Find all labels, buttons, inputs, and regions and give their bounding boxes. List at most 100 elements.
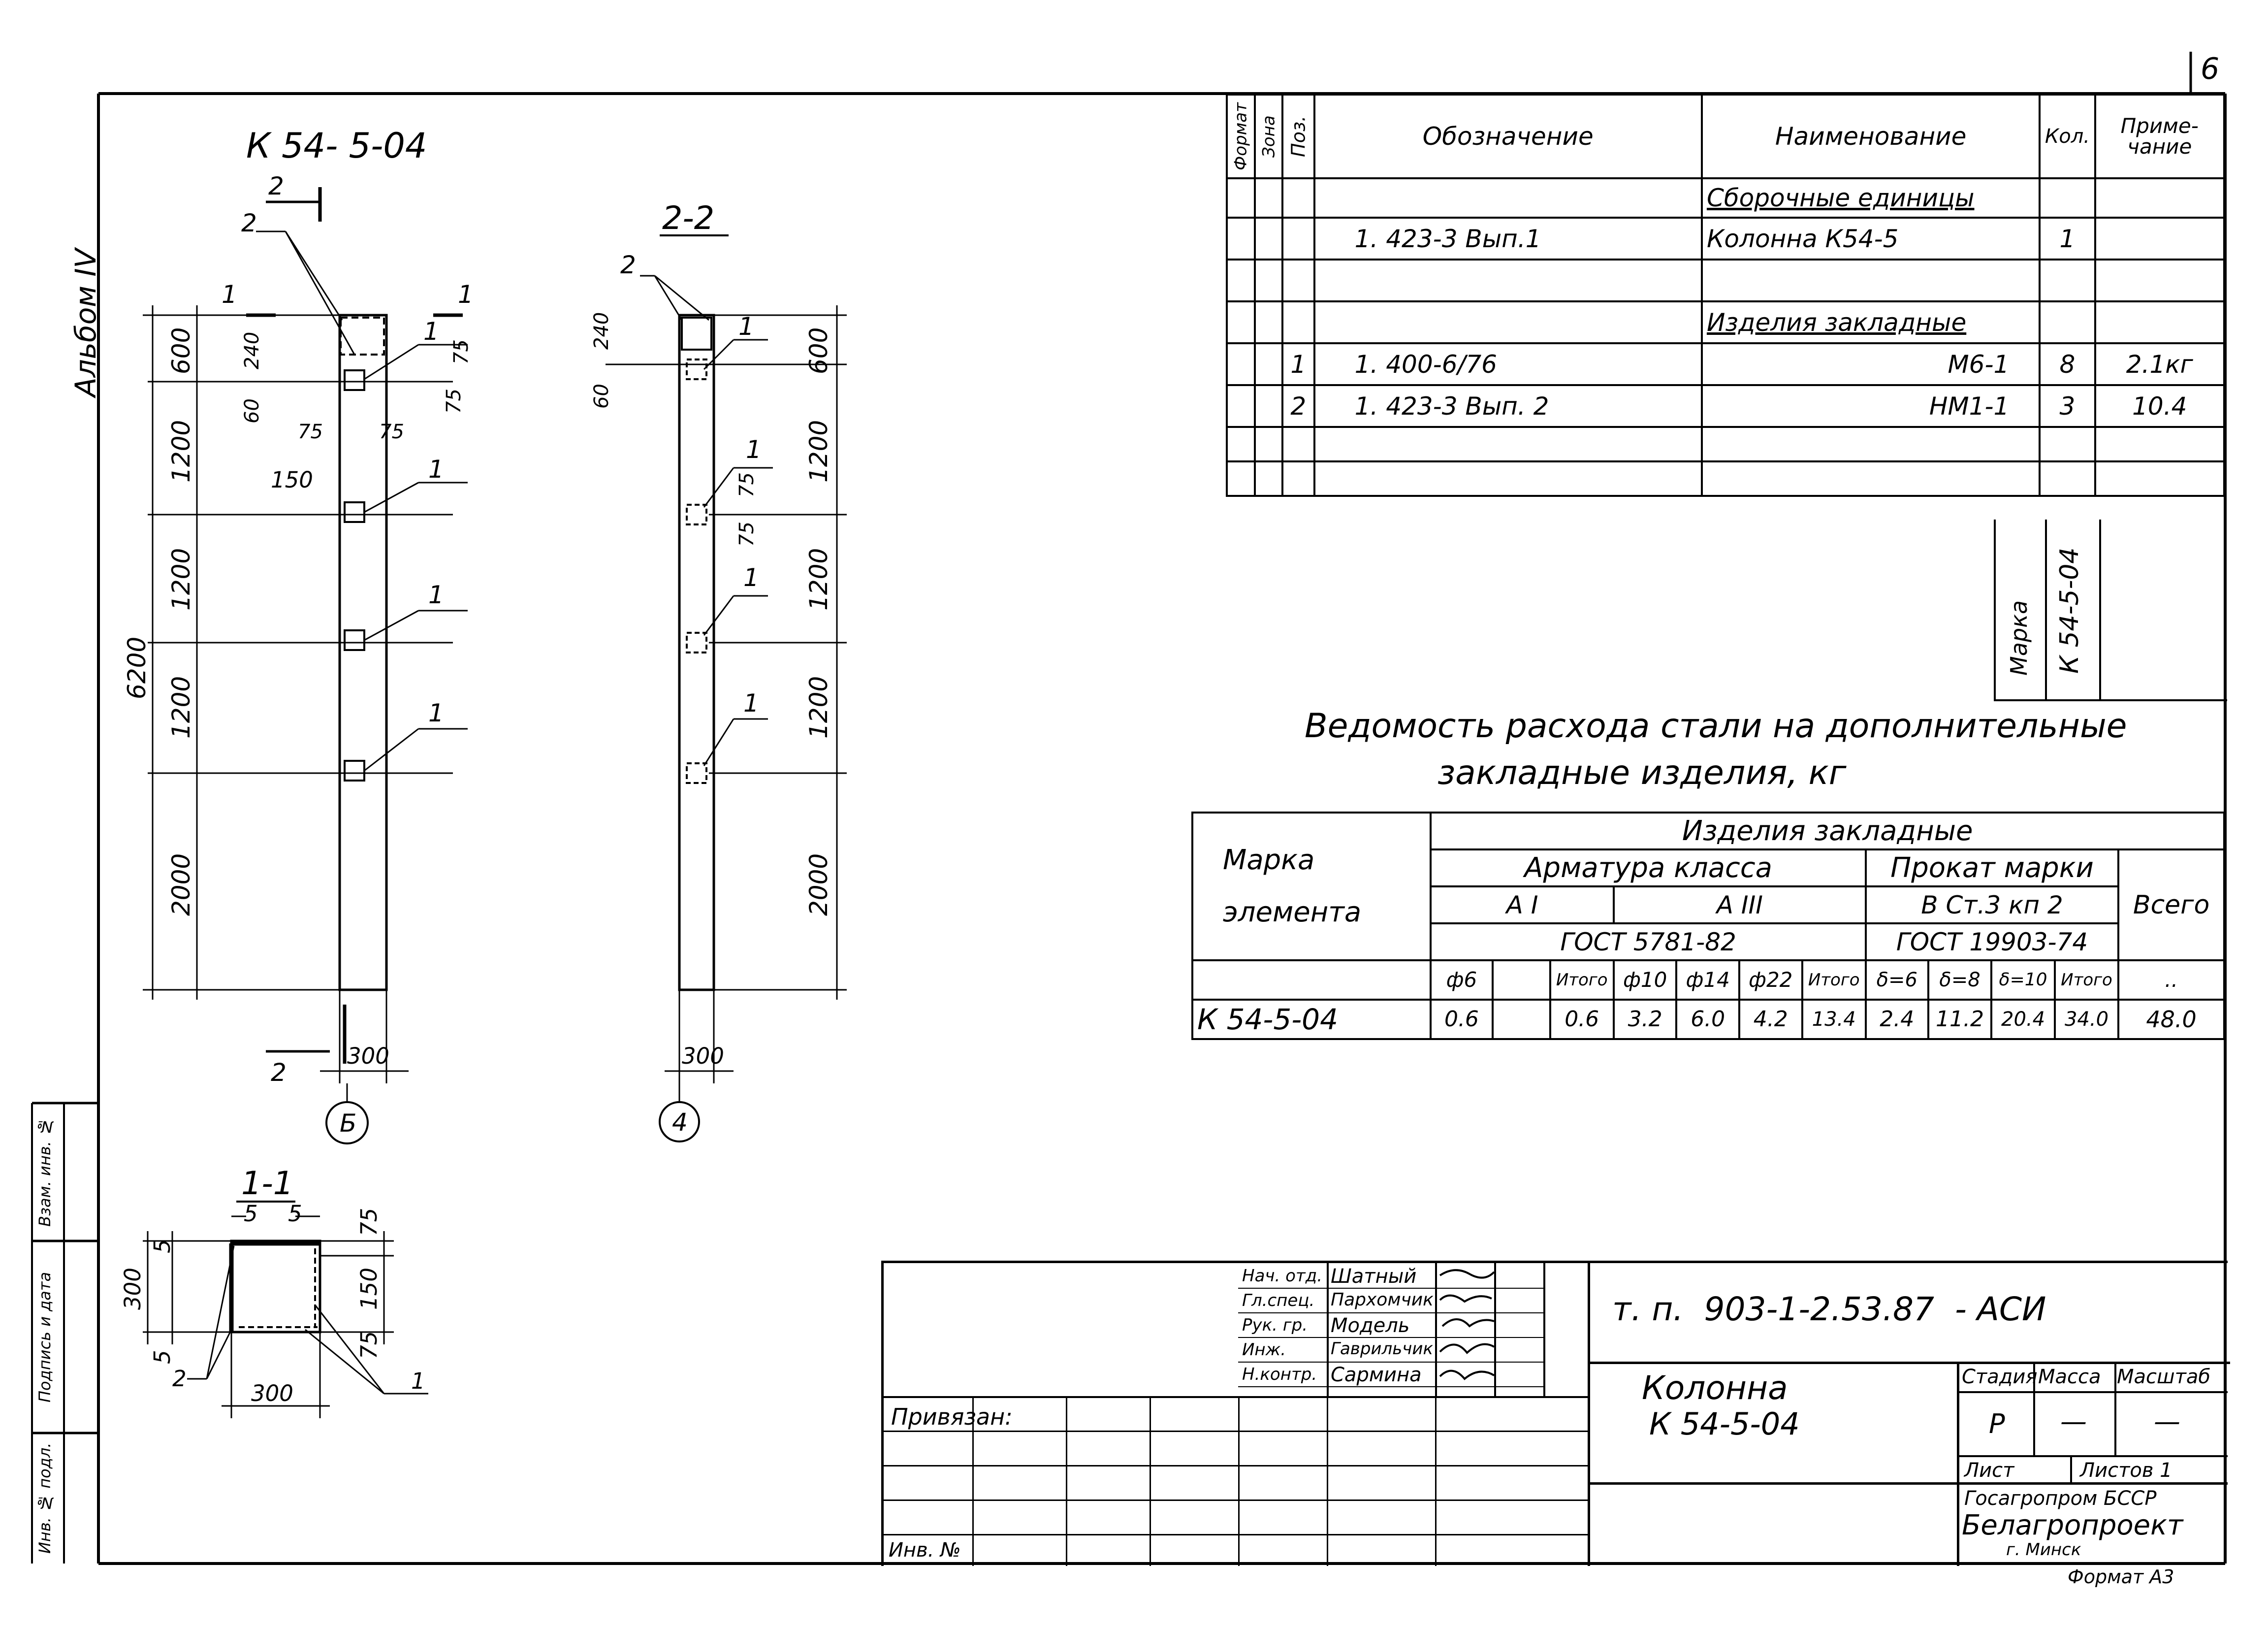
section-2-2-labels: 2-2 2 1 1 1 1 600 1200 1200 1200 2000 24…: [590, 200, 833, 1137]
org-line-2: Белагропроект: [1962, 1509, 2183, 1541]
subcolumn-row: ф6 Итого ф10 ф14 ф22 Итого δ=6 δ=8 δ=10 …: [1191, 959, 2225, 1001]
mark-box: Марка К 54-5-04: [1994, 520, 2227, 701]
signature-marks: [1439, 1269, 1495, 1380]
value-cell: 4.2: [1738, 999, 1803, 1040]
mark-value: К 54-5-04: [2055, 547, 2084, 674]
spec-name: НМ1-1: [1700, 384, 2041, 428]
mark-label: Марка: [2006, 600, 2032, 676]
elevation-seg-1200-a: 1200: [167, 420, 195, 483]
total-value-cell: 48.0: [2117, 999, 2225, 1040]
section-2-2-dim-75: 75: [735, 521, 758, 547]
stage-header: Стадия: [1962, 1366, 2038, 1388]
elevation-total-height: 6200: [123, 637, 151, 699]
spec-designation: 1. 423-3 Вып.1: [1313, 217, 1703, 261]
section-1-1-dim-300-v: 300: [120, 1268, 146, 1310]
spec-designation: 1. 423-3 Вып. 2: [1313, 384, 1703, 428]
section-2-2-seg-1200-a: 1200: [804, 420, 833, 483]
section-marker-label: 2: [271, 1058, 287, 1087]
spec-pos: 1: [1281, 342, 1315, 386]
section-2-2-width: 300: [682, 1043, 724, 1069]
section-2-2-callout-1: 1: [738, 312, 754, 341]
role-1: Гл.спец.: [1242, 1291, 1315, 1310]
elevation-axis-label: Б: [340, 1109, 356, 1138]
section-1-1-dim-75: 75: [356, 1331, 382, 1359]
spec-note: 10.4: [2094, 384, 2225, 428]
spec-col-designation: Обозначение: [1313, 94, 1703, 179]
section-marker-1-label: 1: [222, 280, 237, 309]
elevation-seg-1200-b: 1200: [167, 548, 195, 611]
name-3: Гаврильчик: [1331, 1339, 1433, 1359]
name-2: Модель: [1331, 1314, 1410, 1337]
section-2-2-seg-1200-c: 1200: [804, 676, 833, 739]
elevation-dim-75: 75: [450, 339, 473, 364]
section-marker-label: 2: [268, 172, 284, 200]
elevation-seg-2000: 2000: [167, 853, 195, 916]
spec-row: 2 1. 423-3 Вып. 2 НМ1-1 3 10.4: [1226, 384, 2225, 428]
rolled-mark-header: Прокат марки: [1864, 848, 2120, 887]
value-cell: 34.0: [2053, 999, 2120, 1040]
spec-name: Колонна К54-5: [1700, 217, 2041, 261]
section-1-1-labels: 1-1 5 5 5 5 300 75 150 75 300 2 1: [120, 1165, 425, 1406]
org-line-1: Госагропром БССР: [1964, 1487, 2157, 1510]
elevation-seg-1200-c: 1200: [167, 676, 195, 739]
section-2-2-callout-2: 2: [620, 251, 636, 279]
steel-statement-table: Марка элемента Изделия закладные Арматур…: [1191, 812, 2225, 1040]
spec-designation: 1. 400-6/76: [1313, 342, 1703, 386]
section-2-2-callout-1: 1: [746, 435, 762, 464]
spec-row: Изделия закладные: [1226, 300, 2225, 344]
spec-row: 1 1. 400-6/76 М6-1 8 2.1кг: [1226, 342, 2225, 386]
spec-pos: 2: [1281, 384, 1315, 428]
section-2-2-axis-label: 4: [672, 1108, 688, 1137]
callout-1-label: 1: [428, 699, 444, 727]
spec-name: Сборочные единицы: [1700, 177, 2041, 219]
spec-col-note: Приме- чание: [2094, 94, 2225, 179]
elevation-dim-75: 75: [443, 389, 465, 414]
value-cell: 3.2: [1612, 999, 1678, 1040]
spec-row: [1226, 259, 2225, 302]
steel-data-row: К 54-5-04 0.6 0.6 3.2 6.0 4.2 13.4 2.4 1…: [1191, 999, 2225, 1040]
section-marker-1-label: 1: [458, 280, 474, 309]
elevation-dim-240: 240: [241, 332, 263, 369]
role-2: Рук. гр.: [1242, 1315, 1308, 1335]
section-1-1-dim-5: 5: [244, 1201, 258, 1227]
spec-qty: 1: [2039, 217, 2096, 261]
col-mark-label-1: Марка: [1223, 844, 1315, 876]
margin-label-signature-date: Подпись и дата: [35, 1271, 54, 1402]
elevation-mark-title: К 54- 5-04: [246, 126, 427, 166]
section-2-2-dim-240: 240: [590, 312, 613, 350]
elevation-dim-60: 60: [241, 398, 263, 424]
elevation-dimension-labels: К 54- 5-04 2 2 1 1 2 1 1 1 1 6200 600 12…: [123, 126, 474, 1138]
class-a1: А I: [1430, 885, 1615, 924]
section-1-1-dim-5: 5: [149, 1239, 175, 1253]
section-1-1-dim-300-h: 300: [251, 1380, 293, 1406]
class-a3: А III: [1612, 885, 1867, 924]
spec-col-zone: Зона: [1254, 95, 1283, 178]
spec-name: М6-1: [1700, 342, 2041, 386]
section-2-2-dim-75: 75: [735, 472, 758, 497]
format-label: Формат А3: [2068, 1566, 2174, 1588]
spec-name: Изделия закладные: [1700, 300, 2041, 344]
spec-qty: 8: [2039, 342, 2096, 386]
stage-value: Р: [1989, 1408, 2005, 1439]
org-line-3: г. Минск: [2006, 1540, 2081, 1560]
gost-rolled: ГОСТ 19903-74: [1864, 922, 2120, 961]
spec-col-pos: Поз.: [1282, 95, 1314, 178]
spec-row: Сборочные единицы: [1226, 177, 2225, 219]
spec-col-name: Наименование: [1700, 94, 2041, 179]
column-elevation: [143, 187, 468, 1144]
col-mark-element: Марка элемента: [1191, 812, 1432, 961]
name-1: Пархомчик: [1331, 1290, 1434, 1310]
rebar-class-header: Арматура класса: [1430, 848, 1867, 887]
embedded-items-header: Изделия закладные: [1430, 812, 2225, 850]
mass-header: Масса: [2038, 1366, 2101, 1388]
callout-2-label: 2: [241, 209, 257, 237]
role-3: Инж.: [1242, 1340, 1286, 1360]
value-cell: 20.4: [1990, 999, 2056, 1040]
callout-1-label: 1: [428, 455, 444, 484]
section-2-2-seg-1200-b: 1200: [804, 548, 833, 611]
value-cell: 6.0: [1675, 999, 1740, 1040]
name-4: Сармина: [1331, 1364, 1422, 1386]
section-2-2: [606, 234, 847, 1142]
value-cell: 13.4: [1801, 999, 1867, 1040]
role-4: Н.контр.: [1242, 1365, 1317, 1384]
